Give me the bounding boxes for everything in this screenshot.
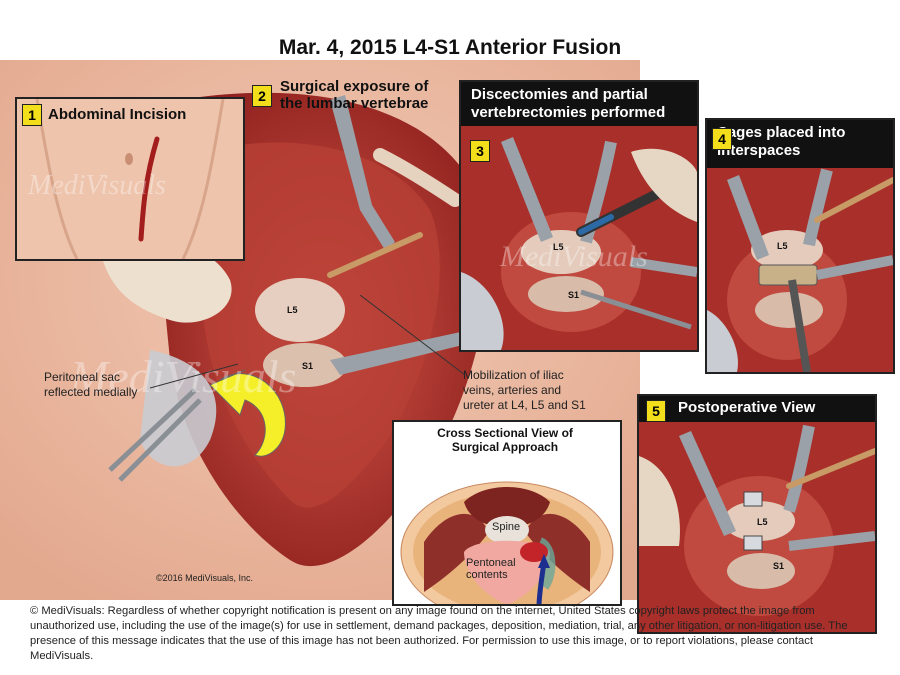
mobilization-line2: veins, arteries and (463, 383, 562, 397)
step-5-header (639, 396, 871, 402)
watermark-panel-1: MediVisuals (28, 170, 166, 201)
cross-section-peritoneal-label: Pentoneal contents (466, 557, 516, 581)
vertebra-label-l5: L5 (287, 305, 298, 315)
step-4-header-line2: interspaces (717, 142, 801, 159)
cross-section-title-line2: Surgical Approach (451, 440, 559, 454)
page-title: Mar. 4, 2015 L4-S1 Anterior Fusion (278, 36, 622, 59)
mobilization-line1: Mobilization of iliac (463, 368, 564, 382)
peritoneal-leader-line (150, 363, 239, 389)
step-2-badge: 2 (252, 85, 272, 107)
panel-abdominal-incision (15, 97, 245, 261)
peritoneal-annotation-line2: reflected medially (44, 385, 138, 399)
step-4-header: Cages placed into interspaces (707, 120, 889, 164)
step-2-label-line2: the lumbar vertebrae (280, 95, 429, 112)
copyright-notice: © MediVisuals: Regardless of whether cop… (30, 605, 848, 662)
step-2-label: Surgical exposure of the lumbar vertebra… (280, 78, 428, 112)
vertebra-label-s1: S1 (302, 361, 314, 371)
cross-section-peritoneal-line2: contents (466, 569, 508, 581)
credit-line: ©2016 MediVisuals, Inc. (156, 573, 254, 583)
p3-vertebra-label-s1: S1 (568, 290, 580, 300)
step-3-header-line2: vertebrectomies performed (471, 104, 666, 121)
step-3-header-line1: Discectomies and partial (471, 86, 648, 103)
cross-section-peritoneal-line1: Pentoneal (466, 557, 516, 569)
mobilization-annotation: Mobilization of iliac veins, arteries an… (463, 368, 586, 413)
step-5-badge: 5 (646, 400, 666, 422)
watermark-panel-3: MediVisuals (500, 240, 648, 273)
p5-vertebra-label-l5: L5 (757, 517, 768, 527)
step-3-badge: 3 (470, 140, 490, 162)
step-4-badge: 4 (712, 128, 732, 150)
p5-vertebra-label-s1: S1 (773, 561, 785, 571)
panel-cross-section (392, 420, 622, 606)
watermark: MediVisuals (70, 351, 297, 402)
peritoneal-sac-annotation: Peritoneal sac reflected medially (44, 370, 137, 400)
mobilization-leader-line (360, 295, 466, 376)
cross-section-title-line1: Cross Sectional View of (437, 426, 573, 440)
step-1-badge: 1 (22, 104, 42, 126)
p3-vertebra-label-l5: L5 (553, 242, 564, 252)
step-3-header: Discectomies and partial vertebrectomies… (461, 82, 693, 126)
step-4-header-line1: Cages placed into (717, 124, 846, 141)
panel-postoperative-view (637, 394, 877, 634)
step-1-label: Abdominal Incision (48, 106, 187, 123)
mobilization-line3: ureter at L4, L5 and S1 (463, 398, 586, 412)
cross-section-title: Cross Sectional View of Surgical Approac… (392, 426, 618, 454)
cross-section-spine-label: Spine (492, 521, 521, 533)
peritoneal-annotation-line1: Peritoneal sac (44, 370, 121, 384)
step-5-header-text: Postoperative View (678, 399, 816, 416)
p4-vertebra-label-l5: L5 (777, 241, 788, 251)
step-2-label-line1: Surgical exposure of (280, 78, 429, 95)
